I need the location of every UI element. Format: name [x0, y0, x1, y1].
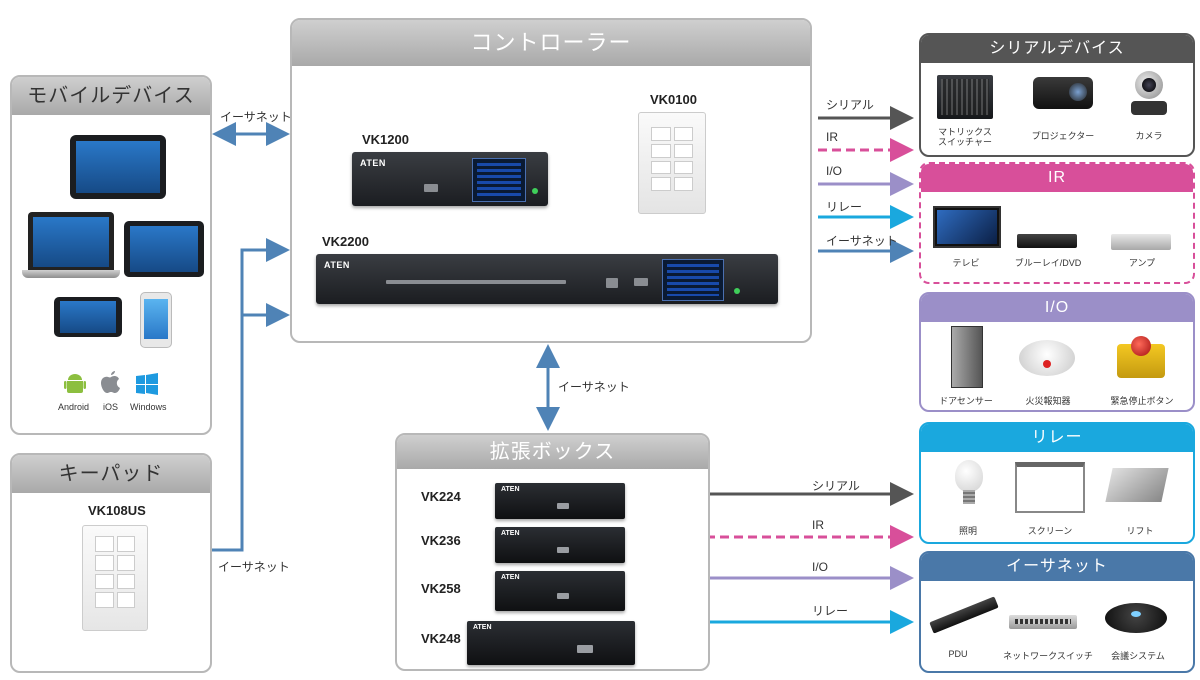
light-label: 照明 [958, 526, 977, 536]
network-switch-label: ネットワークスイッチ [1003, 651, 1093, 661]
bluray-label: ブルーレイ/DVD [1014, 258, 1082, 268]
vk0100-image [638, 112, 706, 214]
label-exp-serial: シリアル [812, 479, 860, 493]
conference-system-label: 会議システム [1111, 651, 1165, 661]
label-exp-ir: IR [812, 518, 824, 532]
conference-system-image [1105, 603, 1167, 633]
laptop-image [28, 212, 114, 270]
matrix-switcher-image [937, 75, 993, 119]
os-label-windows: Windows [130, 402, 167, 412]
vk2200-brand: ATEN [324, 260, 350, 270]
vk1200-brand: ATEN [360, 158, 386, 168]
camera-label: カメラ [1135, 131, 1163, 141]
label-ethernet-keypad: イーサネット [218, 560, 290, 574]
lift-label: リフト [1126, 526, 1154, 536]
vk2200-image: ATEN [316, 254, 778, 304]
phone-landscape-image [54, 297, 122, 337]
vk1200-label: VK1200 [362, 132, 409, 147]
keypad-image [82, 525, 148, 631]
projector-label: プロジェクター [1031, 131, 1095, 141]
tv-image [933, 206, 1001, 248]
expansion-panel: 拡張ボックス VK224 ATEN VK236 ATEN VK258 ATEN … [395, 433, 710, 671]
amp-label: アンプ [1128, 258, 1156, 268]
emergency-stop-image [1117, 336, 1165, 378]
relay-title: リレー [921, 424, 1193, 452]
mobile-devices-panel: モバイルデバイス Android iOS Windows [10, 75, 212, 435]
ethernet-title: イーサネット [921, 553, 1193, 581]
door-sensor-image [951, 326, 983, 388]
ir-title: IR [921, 164, 1193, 192]
windows-icon [136, 373, 158, 395]
mobile-devices-title: モバイルデバイス [12, 77, 210, 115]
ir-panel: IR テレビ ブルーレイ/DVD アンプ [919, 162, 1195, 284]
label-exp-io: I/O [812, 560, 829, 574]
controller-panel: コントローラー VK1200 ATEN VK0100 VK2200 ATEN [290, 18, 812, 343]
door-sensor-label: ドアセンサー [939, 396, 993, 406]
android-icon [64, 372, 86, 394]
label-exp-relay: リレー [812, 604, 849, 618]
lift-image [1105, 468, 1169, 502]
io-panel: I/O ドアセンサー 火災報知器 緊急停止ボタン [919, 292, 1195, 412]
relay-panel: リレー 照明 スクリーン リフト [919, 422, 1195, 544]
vk2200-label: VK2200 [322, 234, 369, 249]
keypad-model: VK108US [88, 503, 146, 518]
tablet-image [70, 135, 166, 199]
vk224-image: ATEN [495, 483, 625, 519]
label-ctrl-serial: シリアル [826, 98, 874, 112]
vk224-brand: ATEN [501, 486, 520, 493]
vk248-image: ATEN [467, 621, 635, 665]
serial-title: シリアルデバイス [921, 35, 1193, 63]
network-switch-image [1009, 615, 1077, 629]
vk258-label: VK258 [421, 581, 461, 596]
vk236-label: VK236 [421, 533, 461, 548]
screen-label: スクリーン [1027, 526, 1073, 536]
serial-panel: シリアルデバイス マトリックス スイッチャー プロジェクター カメラ [919, 33, 1195, 157]
vk248-brand: ATEN [473, 624, 492, 631]
io-title: I/O [921, 294, 1193, 322]
os-label-android: Android [58, 402, 90, 412]
vk236-image: ATEN [495, 527, 625, 563]
controller-title: コントローラー [292, 20, 810, 66]
ethernet-panel: イーサネット PDU ネットワークスイッチ 会議システム [919, 551, 1195, 673]
fire-alarm-label: 火災報知器 [1025, 396, 1071, 406]
expansion-title: 拡張ボックス [397, 435, 708, 469]
vk1200-image: ATEN [352, 152, 548, 206]
vk0100-label: VK0100 [650, 92, 697, 107]
vk258-brand: ATEN [501, 574, 520, 581]
projector-image [1033, 77, 1093, 109]
tablet-right-image [124, 221, 204, 277]
amp-image [1111, 234, 1171, 250]
pdu-image [929, 596, 999, 634]
screen-image [1015, 462, 1085, 513]
camera-image [1129, 71, 1169, 117]
label-ctrl-relay: リレー [826, 200, 863, 214]
label-ethernet-expansion: イーサネット [558, 380, 630, 394]
vk248-label: VK248 [421, 631, 461, 646]
tv-label: テレビ [952, 258, 980, 268]
label-ctrl-ethernet: イーサネット [826, 234, 898, 248]
apple-icon [100, 370, 122, 394]
phone-portrait-image [140, 292, 172, 348]
bluray-image [1017, 234, 1077, 248]
keypad-title: キーパッド [12, 455, 210, 493]
pdu-label: PDU [948, 649, 968, 659]
vk258-image: ATEN [495, 571, 625, 611]
matrix-switcher-label: マトリックス スイッチャー [938, 127, 992, 147]
label-ctrl-ir: IR [826, 130, 838, 144]
keypad-panel: キーパッド VK108US [10, 453, 212, 673]
vk224-label: VK224 [421, 489, 461, 504]
os-label-ios: iOS [103, 402, 119, 412]
label-ethernet-mobile: イーサネット [220, 110, 292, 124]
fire-alarm-image [1019, 340, 1075, 376]
label-ctrl-io: I/O [826, 164, 843, 178]
emergency-stop-label: 緊急停止ボタン [1110, 396, 1174, 406]
vk236-brand: ATEN [501, 530, 520, 537]
light-bulb-image [955, 460, 983, 510]
